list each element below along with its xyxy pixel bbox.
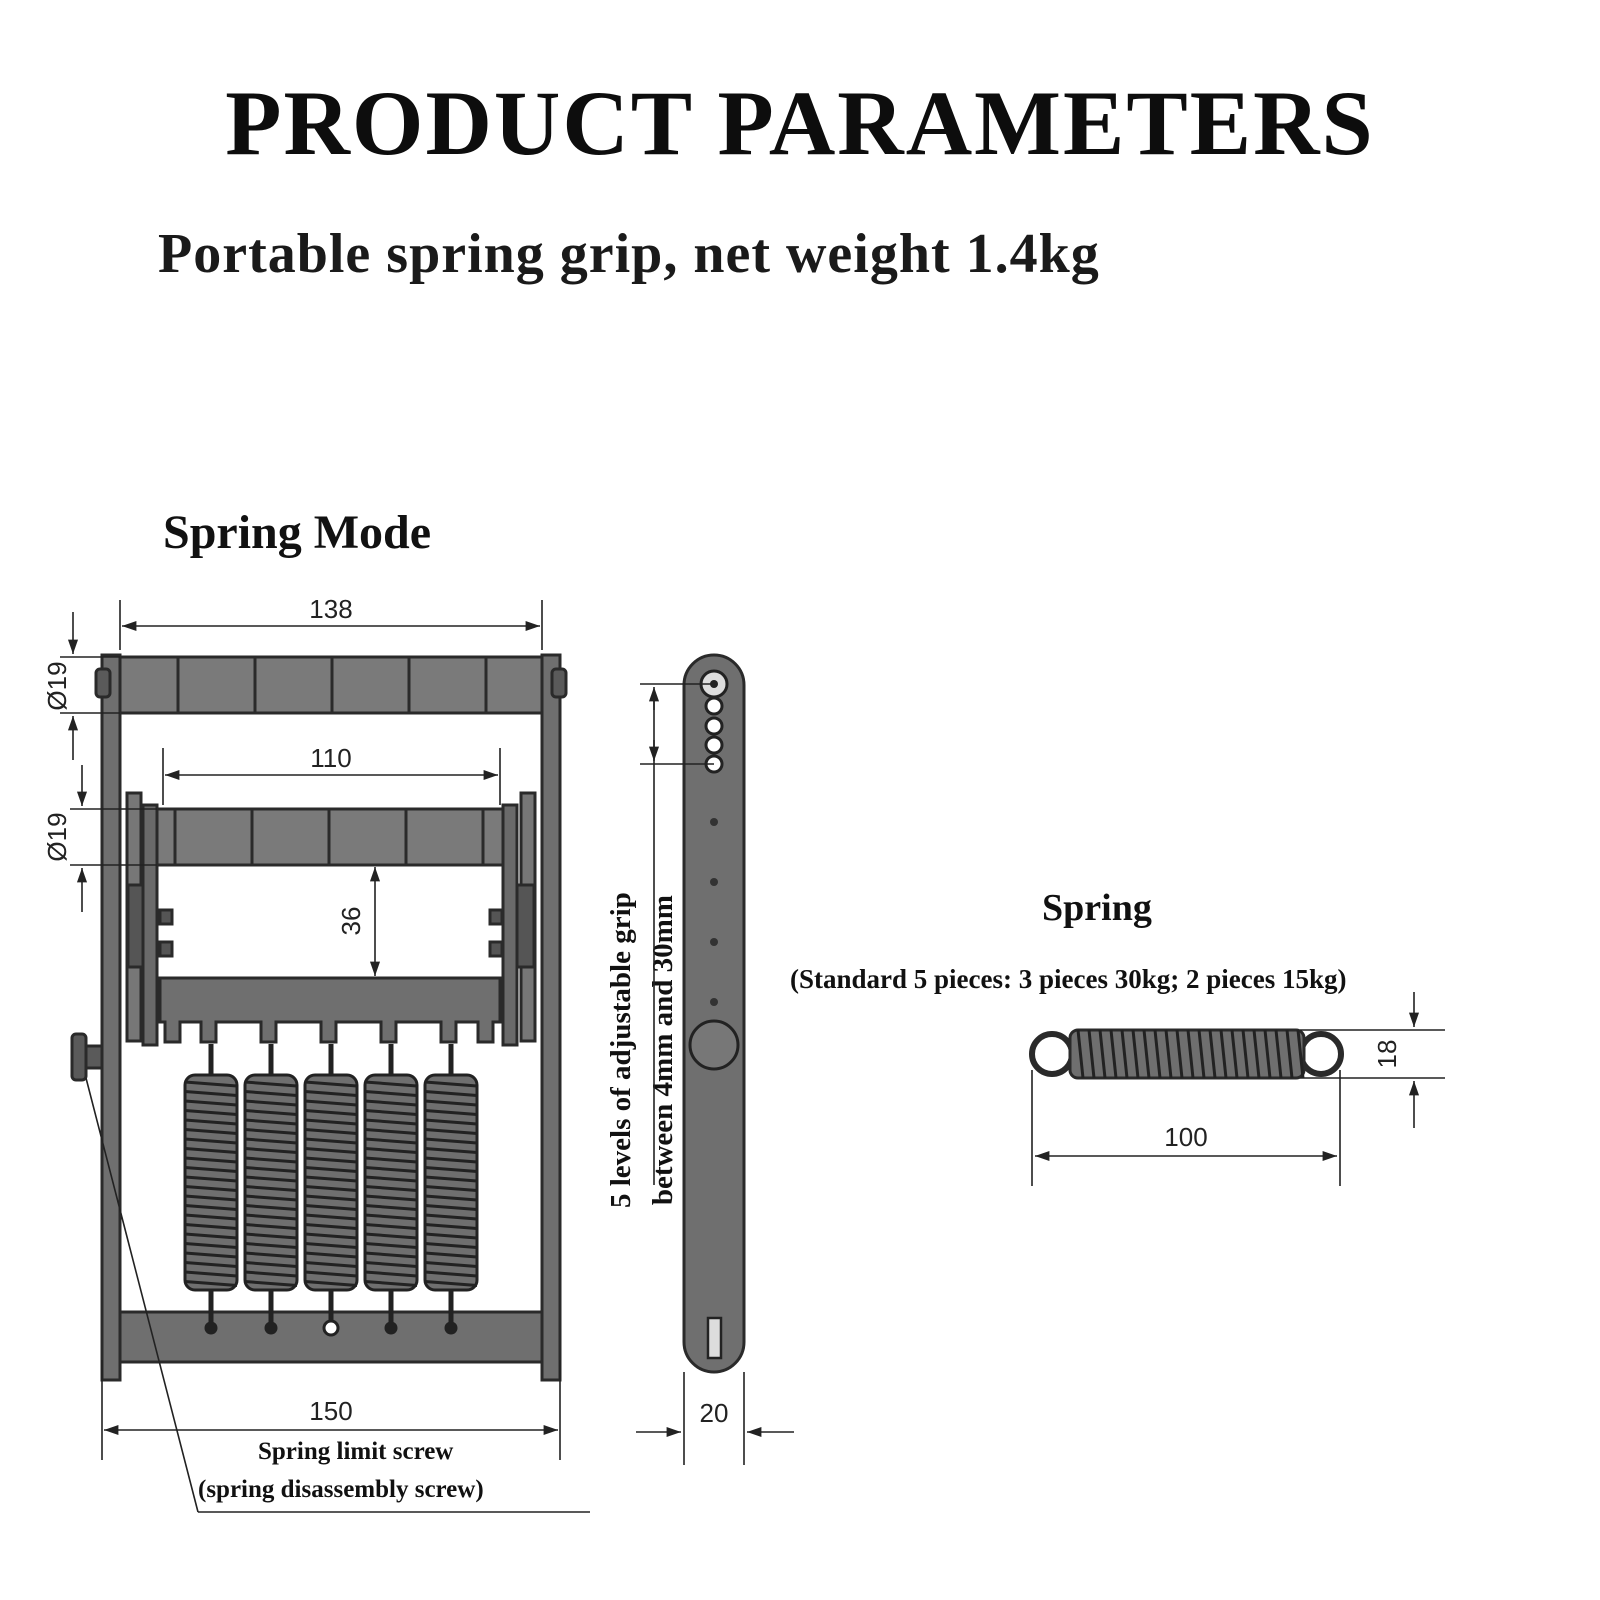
- grip-spring: [243, 1044, 299, 1335]
- grip-side-view: [682, 653, 746, 1374]
- grip-spring: [303, 1044, 359, 1337]
- top-handle-cap-right: [550, 667, 568, 699]
- pin-holes: [710, 818, 718, 1006]
- side-plate: [682, 653, 746, 1374]
- side-slot: [706, 1316, 723, 1360]
- dim-spring-length: 100: [1164, 1122, 1207, 1152]
- grip-front-view: [70, 653, 568, 1382]
- page-title: PRODUCT PARAMETERS: [225, 72, 1375, 174]
- adjust-holes: [704, 696, 724, 774]
- limit-screw-sublabel: (spring disassembly screw): [198, 1476, 484, 1503]
- dim-gap-height: 36: [336, 907, 366, 936]
- single-spring: [1029, 1028, 1344, 1080]
- dim-top-handle-width: 138: [309, 594, 352, 624]
- right-side-bar: [540, 653, 562, 1382]
- grip-spring: [363, 1044, 419, 1335]
- dim-inner-handle-diameter: Ø19: [42, 812, 72, 861]
- limit-screw: [70, 1032, 104, 1082]
- spring-crossbar: [158, 976, 502, 1044]
- limit-screw-label: Spring limit screw: [258, 1438, 454, 1465]
- grip-spring: [423, 1044, 479, 1335]
- dim-side-width: 20: [700, 1398, 729, 1428]
- dimension-lines: [60, 600, 1445, 1513]
- dim-inner-handle-width: 110: [310, 743, 351, 773]
- left-side-bar: [100, 653, 122, 1382]
- top-handle-cap-left: [94, 667, 112, 699]
- side-knob: [688, 1019, 740, 1071]
- inner-handle: [155, 807, 505, 867]
- spring-note: (Standard 5 pieces: 3 pieces 30kg; 2 pie…: [790, 964, 1347, 994]
- grip-spring: [183, 1044, 239, 1335]
- top-handle: [118, 655, 544, 715]
- dim-spring-diameter: 18: [1372, 1040, 1402, 1069]
- spring-set: [183, 1044, 479, 1337]
- dim-top-handle-diameter: Ø19: [42, 661, 72, 710]
- page-subtitle: Portable spring grip, net weight 1.4kg: [158, 223, 1100, 285]
- dim-base-width: 150: [309, 1396, 352, 1426]
- spring-mode-heading: Spring Mode: [163, 506, 432, 559]
- spring-heading: Spring: [1042, 887, 1152, 929]
